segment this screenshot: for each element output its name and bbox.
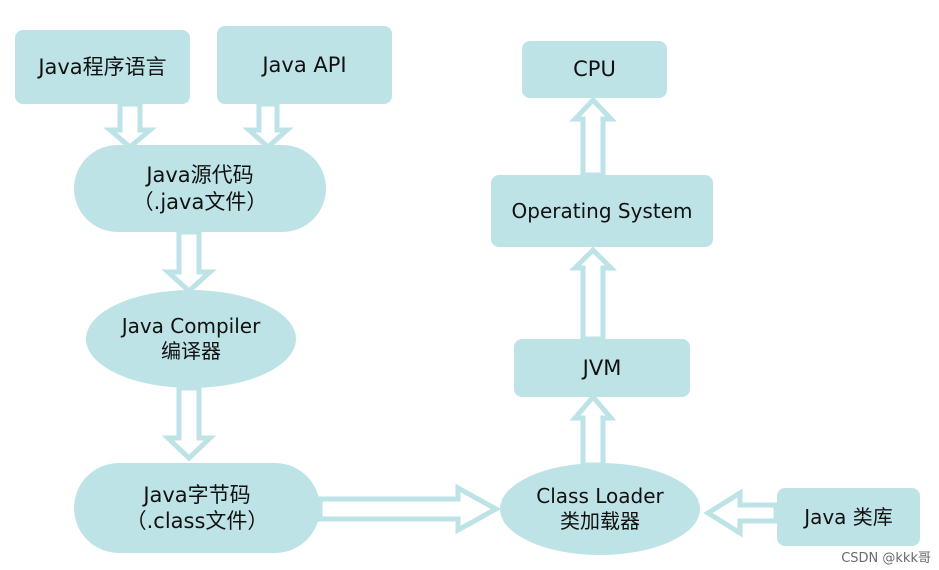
arrow-bytecode-to-classloader bbox=[317, 483, 502, 535]
arrow-jvm-to-os bbox=[568, 246, 618, 342]
node-java-source-label: Java源代码 bbox=[146, 163, 254, 188]
node-java-compiler-label: Java Compiler bbox=[121, 314, 261, 338]
arrow-os-to-cpu bbox=[569, 96, 617, 178]
node-java-source-sublabel: （.java文件） bbox=[132, 189, 268, 214]
node-java-compiler-sublabel: 编译器 bbox=[161, 339, 221, 363]
watermark: CSDN @kkk哥 bbox=[841, 551, 931, 566]
node-java-source: Java源代码 （.java文件） bbox=[74, 145, 326, 232]
arrow-language-to-source bbox=[103, 101, 157, 151]
node-class-loader-label: Class Loader bbox=[536, 484, 664, 508]
node-java-bytecode: Java字节码 （.class文件） bbox=[74, 463, 320, 553]
node-operating-system-label: Operating System bbox=[511, 198, 693, 223]
node-jvm-label: JVM bbox=[582, 355, 622, 380]
node-cpu: CPU bbox=[522, 41, 667, 98]
node-cpu-label: CPU bbox=[573, 57, 616, 82]
node-class-loader: Class Loader 类加载器 bbox=[500, 463, 700, 555]
node-java-api: Java API bbox=[217, 26, 392, 104]
node-jvm: JVM bbox=[514, 339, 690, 397]
node-java-compiler: Java Compiler 编译器 bbox=[86, 290, 296, 388]
arrow-classloader-to-jvm bbox=[569, 393, 617, 468]
arrow-compiler-to-bytecode bbox=[161, 385, 217, 462]
node-java-language: Java程序语言 bbox=[15, 30, 190, 104]
arrow-source-to-compiler bbox=[161, 229, 217, 295]
node-java-library: Java 类库 bbox=[777, 488, 920, 546]
node-class-loader-sublabel: 类加载器 bbox=[560, 509, 640, 533]
node-operating-system: Operating System bbox=[491, 175, 713, 247]
node-java-bytecode-sublabel: （.class文件） bbox=[125, 509, 269, 533]
node-java-library-label: Java 类库 bbox=[804, 504, 893, 529]
node-java-bytecode-label: Java字节码 bbox=[143, 482, 251, 507]
node-java-language-label: Java程序语言 bbox=[38, 54, 167, 79]
arrow-library-to-classloader bbox=[703, 488, 779, 538]
node-java-api-label: Java API bbox=[262, 52, 347, 77]
arrow-api-to-source bbox=[242, 101, 294, 151]
